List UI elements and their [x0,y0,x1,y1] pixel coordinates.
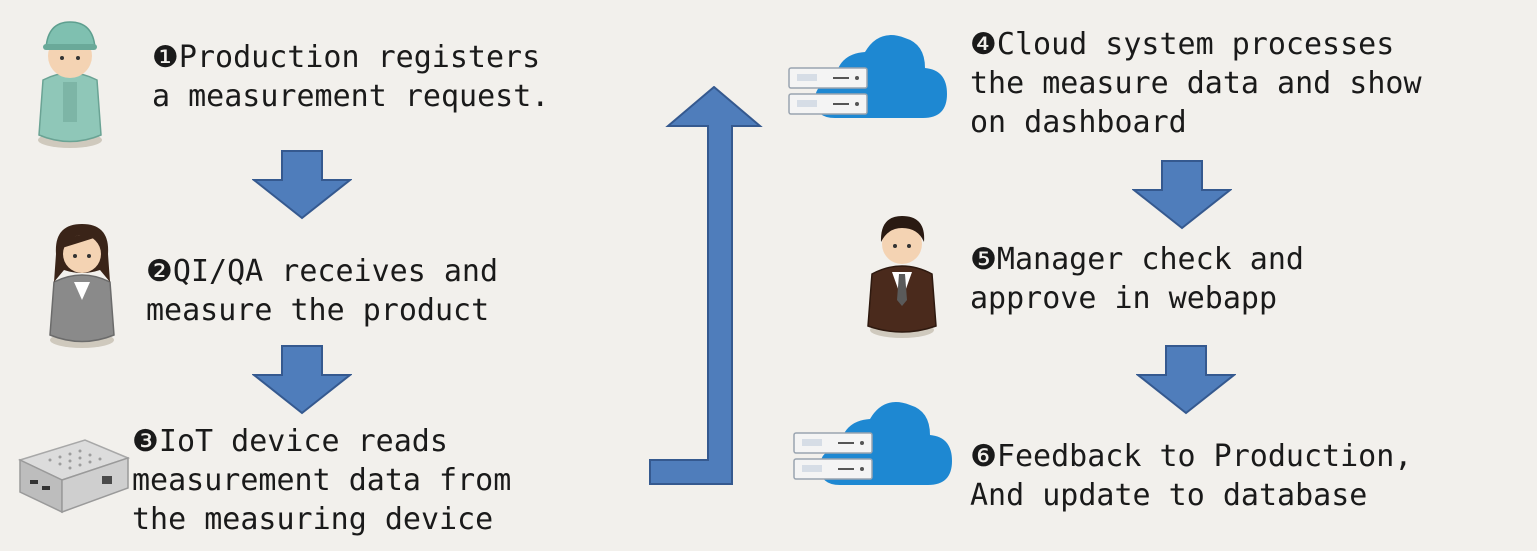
step-3-text: ❸IoT device reads measurement data from th… [132,422,511,539]
step-6-marker: ❻ [970,439,997,474]
step-6-line-2: And update to database [970,478,1368,513]
step-2-line-2: measure the product [146,293,490,328]
step-1-text: ❶Production registers a measurement reque… [152,38,549,116]
step-5-line-1: Manager check and [996,242,1304,277]
down-arrow-4-5 [1132,160,1232,230]
step-4-text: ❹Cloud system processes the measure data … [970,25,1422,142]
step-6-text: ❻Feedback to Production, And update to da… [970,437,1412,515]
step-2-line-1: QI/QA receives and [172,254,499,289]
step-2-text: ❷QI/QA receives and measure the product [146,252,498,330]
up-arrow-3-4 [649,86,763,485]
step-5-text: ❺Manager check and approve in webapp [970,240,1304,318]
down-arrow-2-3 [252,345,352,415]
down-arrow-5-6 [1136,345,1236,415]
step-6-line-1: Feedback to Production, [996,439,1413,474]
step-3-line-1: IoT device reads [158,424,448,459]
step-1-line-2: a measurement request. [152,79,550,114]
step-4-line-2: the measure data and show [970,66,1422,101]
iot-device-icon [17,439,131,514]
down-arrow-1-2 [252,150,352,220]
step-4-line-1: Cloud system processes [996,27,1395,62]
qa-staff-icon [49,224,115,348]
step-3-line-2: measurement data from [132,463,512,498]
step-5-marker: ❺ [970,242,997,277]
step-3-line-3: the measuring device [132,502,494,537]
manager-icon [867,216,937,338]
step-1-marker: ❶ [152,40,179,75]
step-1-line-1: Production registers [178,40,541,75]
step-5-line-2: approve in webapp [970,281,1278,316]
step-4-marker: ❹ [970,27,997,62]
production-worker-icon [38,21,102,148]
cloud-server-icon [793,402,952,485]
step-3-marker: ❸ [132,424,159,459]
step-2-marker: ❷ [146,254,173,289]
step-4-line-3: on dashboard [970,105,1187,140]
cloud-server-icon [788,35,947,118]
